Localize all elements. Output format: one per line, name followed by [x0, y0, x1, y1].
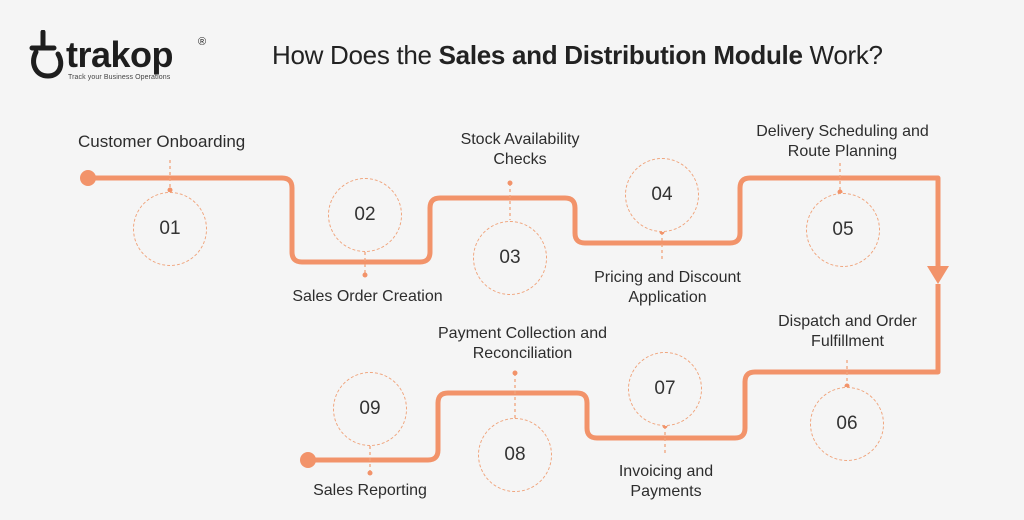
connector-dot-08: [512, 370, 518, 376]
step-label-03: Stock Availability Checks: [460, 131, 580, 168]
step-circle-08: 08: [478, 418, 552, 492]
step-circle-07: 07: [628, 352, 702, 426]
brand-logo: trakop ® Track your Business Operations: [28, 30, 228, 90]
brand-tagline: Track your Business Operations: [68, 74, 171, 81]
registered-mark: ®: [198, 36, 207, 48]
connector-dot-02: [362, 272, 368, 278]
step-circle-05: 05: [806, 193, 880, 267]
flow-end-dot: [300, 452, 316, 468]
connector-dot-01: [167, 187, 173, 193]
step-label-04: Pricing and Discount Application: [594, 269, 741, 306]
title-prefix: How Does the: [272, 40, 439, 70]
page-title: How Does the Sales and Distribution Modu…: [272, 40, 883, 71]
step-label-06: Dispatch and Order Fulfillment: [778, 313, 917, 350]
trakop-logo-icon: [29, 30, 64, 79]
step-circle-06: 06: [810, 387, 884, 461]
connector-dot-03: [507, 180, 513, 186]
step-circle-03: 03: [473, 221, 547, 295]
flow-path-bottom: [308, 284, 941, 463]
step-circle-02: 02: [328, 178, 402, 252]
title-suffix: Work?: [802, 40, 883, 70]
step-label-07: Invoicing and Payments: [618, 463, 714, 500]
connector-dot-09: [367, 470, 373, 476]
brand-name: trakop: [66, 34, 174, 75]
step-circle-01: 01: [133, 192, 207, 266]
step-label-09: Sales Reporting: [313, 482, 427, 499]
flow-arrow-head: [927, 266, 949, 284]
step-label-05: Delivery Scheduling and Route Planning: [756, 123, 929, 160]
step-label-08: Payment Collection and Reconciliation: [438, 325, 607, 362]
flow-start-dot: [80, 170, 96, 186]
title-bold: Sales and Distribution Module: [438, 40, 803, 70]
step-label-01: Customer Onboarding: [78, 132, 246, 151]
step-label-02: Sales Order Creation: [292, 288, 443, 305]
flow-path-top: [88, 175, 941, 270]
step-circle-09: 09: [333, 372, 407, 446]
step-circle-04: 04: [625, 158, 699, 232]
